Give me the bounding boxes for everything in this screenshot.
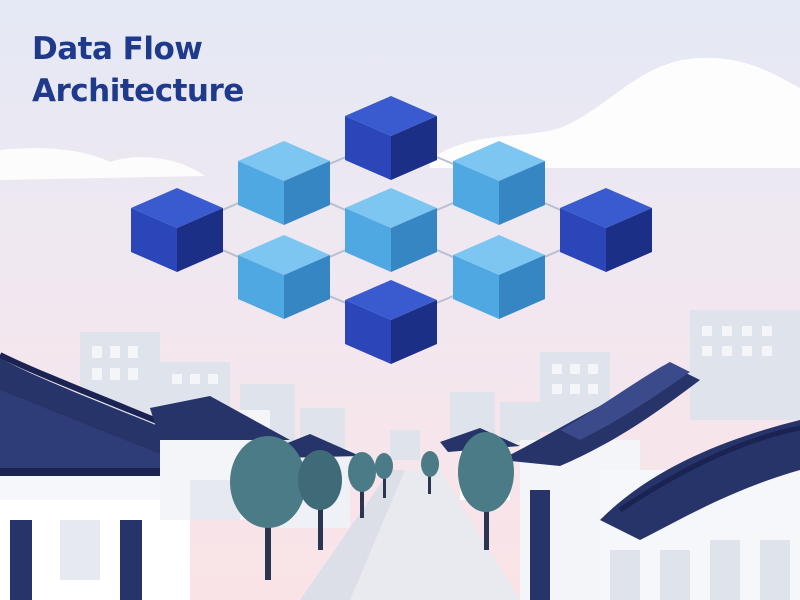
cube-right-face (391, 300, 437, 364)
cube-node (345, 280, 437, 364)
cube-node (238, 235, 330, 319)
cube-right-face (284, 255, 330, 319)
cube-left-face (453, 255, 499, 319)
cube-left-face (238, 161, 284, 225)
left-houses (0, 352, 360, 600)
cube-right-face (391, 208, 437, 272)
cube-node (453, 235, 545, 319)
cube-node (453, 141, 545, 225)
cube-right-face (177, 208, 223, 272)
cube-left-face (345, 300, 391, 364)
cube-node (238, 141, 330, 225)
page-title: Data Flow Architecture (32, 28, 244, 112)
cube-left-face (131, 208, 177, 272)
cube-left-face (453, 161, 499, 225)
cube-left-face (345, 208, 391, 272)
cube-node (345, 188, 437, 272)
cube-node (345, 96, 437, 180)
cube-node (560, 188, 652, 272)
cube-right-face (606, 208, 652, 272)
cube-right-face (499, 161, 545, 225)
cube-node (131, 188, 223, 272)
cube-right-face (391, 116, 437, 180)
cube-group (131, 96, 652, 364)
street-shade (300, 470, 405, 600)
cloud-left (0, 148, 205, 180)
cloud-right (430, 57, 800, 168)
title-line-1: Data Flow (32, 31, 203, 67)
cube-right-face (499, 255, 545, 319)
building-windows (92, 326, 772, 394)
cube-left-face (345, 116, 391, 180)
cube-left-face (238, 255, 284, 319)
cube-left-face (560, 208, 606, 272)
title-line-2: Architecture (32, 73, 244, 109)
cube-right-face (284, 161, 330, 225)
trees (230, 432, 514, 580)
